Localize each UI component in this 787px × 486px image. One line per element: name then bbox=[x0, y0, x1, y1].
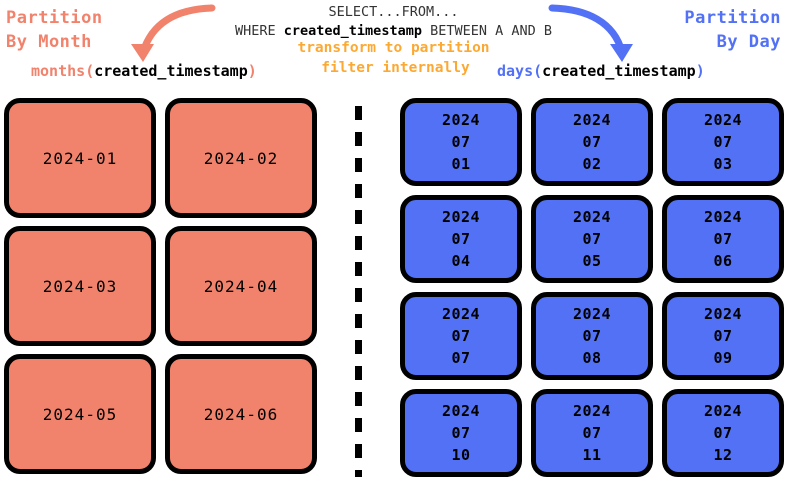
sql-where-suffix: BETWEEN A AND B bbox=[421, 23, 552, 39]
diagram-header: Partition By Month Partition By Day SELE… bbox=[0, 0, 787, 95]
transform-note: transform to partition filter internally bbox=[0, 38, 787, 78]
days-fn-argument: created_timestamp bbox=[542, 62, 696, 80]
month-partition-label: 2024-03 bbox=[42, 276, 118, 296]
day-partition-month: 07 bbox=[582, 424, 602, 442]
sql-column-name: created_timestamp bbox=[283, 23, 422, 39]
day-partition-year: 2024 bbox=[441, 305, 481, 323]
month-partition-cell[interactable]: 2024-05 bbox=[4, 354, 156, 474]
vertical-dashed-divider-icon bbox=[355, 106, 362, 477]
sql-select-line: SELECT...FROM... bbox=[328, 4, 459, 20]
day-partition-day: 09 bbox=[713, 349, 733, 367]
transform-note-line-2: filter internally bbox=[321, 60, 470, 76]
day-partition-month: 07 bbox=[713, 424, 733, 442]
right-section-title: Partition By Day bbox=[684, 8, 781, 52]
day-partition-day: 12 bbox=[713, 446, 733, 464]
months-fn-name: months bbox=[31, 62, 86, 80]
day-partition-day: 05 bbox=[582, 252, 602, 270]
day-partition-year: 2024 bbox=[572, 305, 612, 323]
day-partition-month: 07 bbox=[582, 230, 602, 248]
day-partition-grid: 2024 07 01 2024 07 02 2024 07 03 2024 07… bbox=[400, 98, 784, 483]
day-partition-day: 10 bbox=[451, 446, 471, 464]
day-partition-day: 07 bbox=[451, 349, 471, 367]
months-fn-argument: created_timestamp bbox=[94, 62, 248, 80]
month-partition-cell[interactable]: 2024-06 bbox=[165, 354, 317, 474]
month-partition-label: 2024-04 bbox=[203, 276, 279, 296]
day-partition-day: 11 bbox=[582, 446, 602, 464]
day-partition-cell[interactable]: 2024 07 11 bbox=[531, 389, 653, 477]
day-partition-year: 2024 bbox=[572, 111, 612, 129]
day-partition-month: 07 bbox=[451, 424, 471, 442]
day-partition-day: 02 bbox=[582, 155, 602, 173]
day-partition-cell[interactable]: 2024 07 07 bbox=[400, 292, 522, 380]
day-partition-day: 04 bbox=[451, 252, 471, 270]
month-partition-grid: 2024-01 2024-02 2024-03 2024-04 2024-05 … bbox=[4, 98, 326, 483]
day-partition-day: 06 bbox=[713, 252, 733, 270]
sql-where-prefix: WHERE bbox=[235, 23, 284, 39]
day-partition-month: 07 bbox=[451, 133, 471, 151]
day-partition-cell[interactable]: 2024 07 06 bbox=[662, 195, 784, 283]
day-partition-cell[interactable]: 2024 07 05 bbox=[531, 195, 653, 283]
day-partition-year: 2024 bbox=[703, 305, 743, 323]
day-partition-month: 07 bbox=[451, 230, 471, 248]
day-partition-month: 07 bbox=[582, 327, 602, 345]
day-partition-cell[interactable]: 2024 07 03 bbox=[662, 98, 784, 186]
day-partition-day: 08 bbox=[582, 349, 602, 367]
day-partition-cell[interactable]: 2024 07 02 bbox=[531, 98, 653, 186]
day-partition-cell[interactable]: 2024 07 01 bbox=[400, 98, 522, 186]
curved-arrow-down-right-icon bbox=[548, 4, 633, 62]
day-partition-cell[interactable]: 2024 07 04 bbox=[400, 195, 522, 283]
day-partition-year: 2024 bbox=[441, 402, 481, 420]
month-partition-label: 2024-05 bbox=[42, 404, 118, 424]
sql-query-text: SELECT...FROM... WHERE created_timestamp… bbox=[0, 3, 787, 41]
day-partition-year: 2024 bbox=[572, 208, 612, 226]
month-partition-label: 2024-06 bbox=[203, 404, 279, 424]
day-partition-cell[interactable]: 2024 07 09 bbox=[662, 292, 784, 380]
day-partition-year: 2024 bbox=[703, 111, 743, 129]
day-partition-year: 2024 bbox=[703, 208, 743, 226]
day-partition-year: 2024 bbox=[441, 111, 481, 129]
day-partition-cell[interactable]: 2024 07 12 bbox=[662, 389, 784, 477]
day-partition-cell[interactable]: 2024 07 10 bbox=[400, 389, 522, 477]
months-fn-open-paren: ( bbox=[85, 62, 95, 80]
month-partition-label: 2024-01 bbox=[42, 148, 118, 168]
day-partition-year: 2024 bbox=[703, 402, 743, 420]
transform-note-line-1: transform to partition bbox=[297, 40, 490, 56]
day-partition-month: 07 bbox=[582, 133, 602, 151]
day-partition-day: 01 bbox=[451, 155, 471, 173]
day-partition-year: 2024 bbox=[441, 208, 481, 226]
month-partition-cell[interactable]: 2024-02 bbox=[165, 98, 317, 218]
days-fn-close-paren: ) bbox=[695, 62, 705, 80]
sql-where-line: WHERE created_timestamp BETWEEN A AND B bbox=[0, 22, 787, 41]
day-partition-month: 07 bbox=[713, 133, 733, 151]
day-partition-month: 07 bbox=[713, 327, 733, 345]
days-transform-label: days(created_timestamp) bbox=[497, 62, 705, 80]
days-fn-name: days bbox=[497, 62, 534, 80]
months-transform-label: months(created_timestamp) bbox=[31, 62, 257, 80]
month-partition-cell[interactable]: 2024-04 bbox=[165, 226, 317, 346]
left-section-title: Partition By Month bbox=[6, 8, 103, 52]
month-partition-cell[interactable]: 2024-03 bbox=[4, 226, 156, 346]
day-partition-month: 07 bbox=[451, 327, 471, 345]
day-partition-year: 2024 bbox=[572, 402, 612, 420]
months-fn-close-paren: ) bbox=[247, 62, 257, 80]
day-partition-cell[interactable]: 2024 07 08 bbox=[531, 292, 653, 380]
day-partition-month: 07 bbox=[713, 230, 733, 248]
month-partition-label: 2024-02 bbox=[203, 148, 279, 168]
day-partition-day: 03 bbox=[713, 155, 733, 173]
days-fn-open-paren: ( bbox=[533, 62, 543, 80]
month-partition-cell[interactable]: 2024-01 bbox=[4, 98, 156, 218]
curved-arrow-down-left-icon bbox=[131, 4, 216, 62]
